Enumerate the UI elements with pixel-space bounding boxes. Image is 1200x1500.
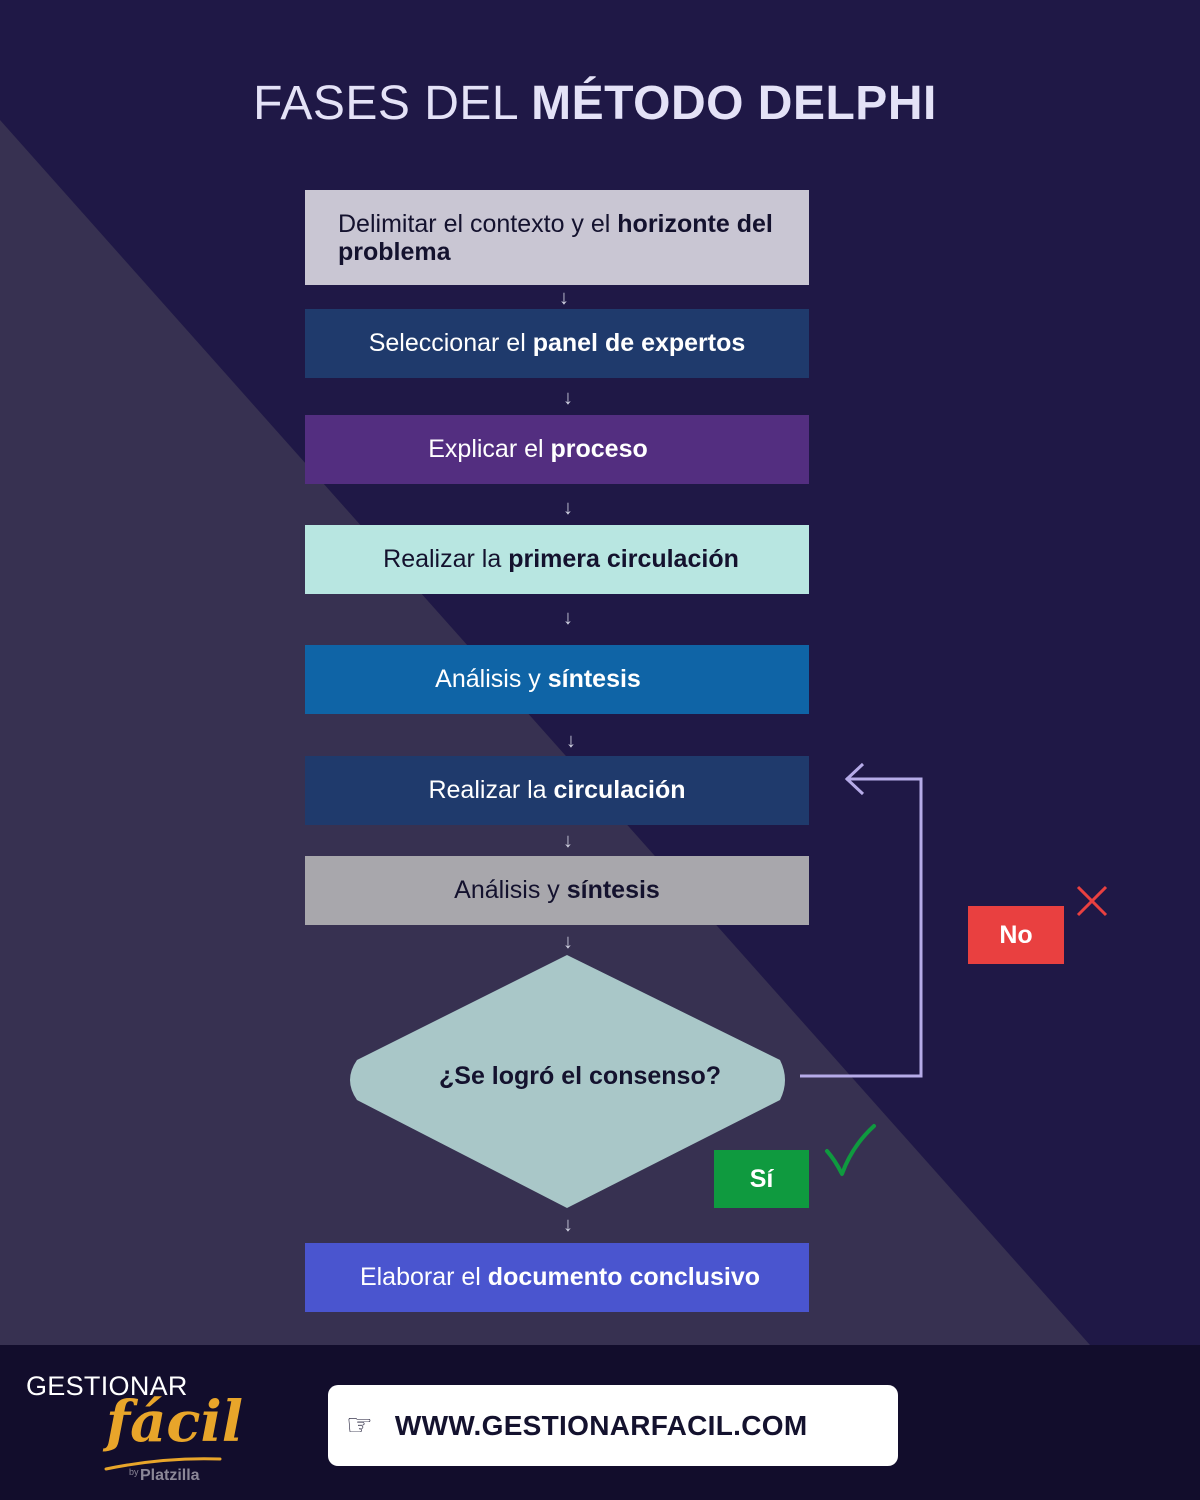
step-text: Realizar la — [383, 545, 509, 573]
down-arrow-icon: ↓ — [563, 497, 573, 519]
step-text: Delimitar el contexto y el — [338, 209, 618, 238]
x-mark-icon — [1076, 885, 1108, 917]
step-documento-conclusivo: Elaborar el documento conclusivo — [305, 1243, 809, 1312]
step-realizar-circulacion: Realizar la circulación — [305, 756, 809, 825]
step-text: Elaborar el — [359, 1263, 488, 1291]
pointing-hand-icon: ☞ — [346, 1409, 373, 1442]
down-arrow-icon: ↓ — [563, 931, 573, 953]
no-label: No — [968, 906, 1064, 964]
step-text: Análisis y — [435, 665, 548, 693]
logo-brand: Platzilla — [140, 1467, 200, 1484]
step-bold-text: documento conclusivo — [487, 1263, 761, 1291]
yes-label: Sí — [714, 1150, 809, 1208]
logo-by: by — [129, 1467, 139, 1477]
loop-back-line — [800, 777, 923, 1078]
decision-diamond — [350, 955, 785, 1208]
check-mark-icon — [825, 1124, 876, 1176]
logo: GESTIONAR fácil by Platzilla — [26, 1369, 243, 1494]
step-text: Realizar la — [428, 776, 554, 804]
step-analisis-sintesis-1: Análisis y síntesis — [305, 645, 809, 714]
step-primera-circulacion: Realizar la primera circulación — [305, 525, 809, 594]
down-arrow-icon: ↓ — [559, 287, 569, 309]
page-title: FASES DEL MÉTODO DELPHI — [253, 77, 937, 130]
step-bold-text: primera circulación — [508, 545, 739, 573]
decision-question: ¿Se logró el consenso? — [439, 1062, 721, 1090]
step-bold-text: síntesis — [566, 876, 660, 904]
down-arrow-icon: ↓ — [563, 830, 573, 852]
logo-line2: fácil — [106, 1389, 244, 1455]
step-bold-text: horizonte del problema — [338, 209, 773, 266]
step-explicar-proceso: Explicar el proceso — [305, 415, 809, 484]
decision-graphics — [350, 762, 1108, 1208]
logo-swoosh — [104, 1457, 222, 1471]
loop-arrow-head-icon — [844, 762, 865, 796]
step-analisis-sintesis-2: Análisis y síntesis — [305, 856, 809, 925]
step-delimitar-contexto: Delimitar el contexto y el horizonte del… — [305, 190, 809, 285]
background-diagonal-panel — [0, 120, 1090, 1345]
step-text: Seleccionar el — [368, 329, 533, 357]
website-link[interactable]: ☞ WWW.GESTIONARFACIL.COM — [328, 1385, 898, 1466]
down-arrow-icon: ↓ — [566, 730, 576, 752]
logo-line1: GESTIONAR — [26, 1371, 188, 1401]
step-text: Análisis y — [454, 876, 567, 904]
step-bold-text: síntesis — [547, 665, 641, 693]
step-seleccionar-panel: Seleccionar el panel de expertos — [305, 309, 809, 378]
step-bold-text: proceso — [550, 435, 648, 463]
step-text: Explicar el — [428, 435, 551, 463]
step-bold-text: panel de expertos — [532, 329, 746, 357]
step-bold-text: circulación — [553, 776, 686, 804]
website-url: WWW.GESTIONARFACIL.COM — [394, 1409, 808, 1441]
down-arrow-icon: ↓ — [563, 607, 573, 629]
down-arrow-icon: ↓ — [563, 1214, 573, 1236]
down-arrow-icon: ↓ — [563, 387, 573, 409]
